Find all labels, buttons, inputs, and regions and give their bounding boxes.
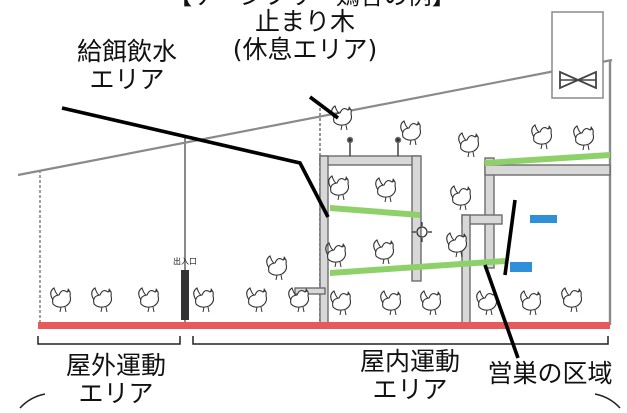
hens-group	[50, 105, 595, 316]
nest-tower-post-left	[461, 214, 471, 326]
nest-leader-line-2	[503, 199, 517, 276]
hen-icon	[193, 287, 215, 313]
feeding-area-label: 給餌飲水 エリア	[42, 38, 212, 94]
feeding-area-label-line2: エリア	[89, 65, 165, 94]
entrance-label: 出入口	[173, 256, 197, 266]
hen-icon	[375, 177, 397, 203]
outdoor-area-label: 屋外運動 エリア	[36, 352, 196, 408]
roof-line	[17, 58, 613, 177]
diagram-title: 【ケージフリー鶏舎の例】	[168, 0, 456, 10]
nest-leader-line-1	[483, 264, 520, 359]
hen-icon	[50, 287, 72, 313]
outdoor-brace-curve	[19, 393, 46, 409]
hen-icon	[328, 175, 350, 201]
hen-icon	[266, 255, 288, 281]
hen-icon	[450, 185, 472, 211]
nest-area-label: 営巣の区域	[475, 360, 625, 388]
area-braces	[19, 336, 621, 409]
indoor-area-label-line2: エリア	[372, 375, 448, 404]
top-perch-bar	[319, 155, 421, 166]
hen-icon	[330, 290, 352, 316]
perch-leader-line	[308, 95, 340, 120]
hen-icon	[288, 287, 310, 313]
hen-icon	[561, 287, 583, 313]
outdoor-area-label-line1: 屋外運動	[65, 351, 166, 380]
hen-icon	[400, 120, 422, 146]
hen-icon	[458, 132, 480, 158]
indoor-area-label-line1: 屋内運動	[359, 347, 460, 376]
hen-icon	[373, 239, 395, 265]
lower-perch	[294, 287, 326, 295]
perch-area-label: 止まり木 (休息エリア)	[200, 8, 410, 64]
nest-boxes	[510, 215, 557, 272]
hen-icon	[138, 287, 160, 313]
nest-box-lower	[510, 262, 532, 272]
light-icon	[412, 222, 432, 242]
entrance-door: 出入口	[173, 256, 197, 320]
ventilation-fan-icon	[551, 11, 604, 99]
outdoor-brace	[37, 336, 181, 345]
outdoor-area-label-line2: エリア	[78, 379, 154, 408]
nest-area-label-line1: 営巣の区域	[487, 359, 613, 388]
hen-icon	[573, 125, 595, 151]
perch-area-label-line1: 止まり木	[254, 7, 355, 36]
hen-icon	[91, 287, 113, 313]
nest-tower-post	[484, 157, 495, 269]
aviary-post-mid	[411, 155, 422, 282]
hen-icon	[420, 290, 442, 316]
platform-mid	[330, 205, 420, 218]
perch-area-label-line2: (休息エリア)	[232, 35, 378, 64]
hen-icon	[531, 124, 553, 150]
litter-platforms	[330, 152, 610, 276]
feeding-leader-line	[61, 106, 330, 218]
leader-lines	[61, 95, 520, 359]
platform-top	[485, 152, 610, 166]
aviary-post-left	[319, 155, 329, 327]
platform-lower	[330, 258, 505, 276]
hen-icon	[520, 290, 542, 316]
hen-icon	[446, 232, 468, 258]
hen-icon	[246, 287, 268, 313]
indoor-brace-curve	[594, 393, 621, 409]
hen-icon	[325, 242, 347, 268]
floor-litter	[38, 322, 610, 329]
hen-icon	[476, 290, 498, 316]
feeding-area-label-line1: 給餌飲水	[76, 37, 177, 66]
hen-icon	[380, 290, 402, 316]
nest-box-upper	[530, 215, 557, 223]
indoor-area-label: 屋内運動 エリア	[330, 348, 490, 404]
hen-icon	[331, 105, 353, 131]
indoor-brace	[192, 336, 609, 345]
top-tier-bar	[484, 164, 611, 176]
